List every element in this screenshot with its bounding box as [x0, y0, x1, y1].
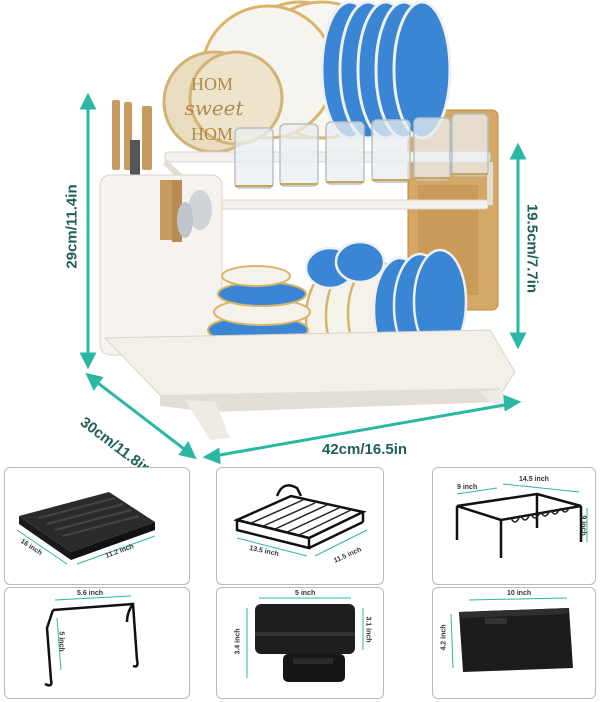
width-dimension-label: 42cm/16.5in — [322, 441, 408, 458]
plate-text-2: sweet — [184, 96, 244, 120]
utensil-holder-width-label: 5 inch — [295, 590, 316, 597]
part-panel-cup-holder: 10 inch 4.2 inch — [432, 587, 596, 699]
cup-holder-illustration — [450, 597, 573, 672]
upper-rack-illustration — [455, 483, 588, 558]
hook-illustration — [44, 595, 139, 687]
hook-height-label: 5 inch — [57, 631, 65, 652]
main-product-view: HOM sweet HOM — [63, 0, 541, 478]
height-dimension-label: 29cm/11.4in — [63, 184, 81, 269]
part-panel-utensil-holder: 5 inch 3.4 inch 3.1 inch — [216, 587, 384, 699]
cup-holder-height-label: 4.2 inch — [440, 624, 448, 651]
upper-height-dimension-label: 19.5cm/7.7in — [523, 203, 541, 294]
plate-text-3: HOM — [191, 124, 233, 144]
part-panel-drip-tray: 16 inch 11.2 inch — [4, 467, 190, 585]
lower-rack-illustration — [233, 484, 368, 557]
part-panel-hook: 5.6 inch 5 inch — [4, 587, 190, 699]
plate-text-1: HOM — [191, 74, 233, 94]
drip-tray-illustration — [16, 492, 156, 565]
part-panel-lower-rack: 13.5 inch 11.5 inch — [216, 467, 384, 585]
part-panel-upper-rack: 9 inch 14.5 inch 9 inch — [432, 467, 596, 585]
utensil-holder-illustration — [246, 597, 364, 682]
cup-holder-width-label: 10 inch — [507, 590, 532, 597]
upper-rack-side-width-label: 9 inch — [457, 484, 478, 491]
upper-rack-top-width-label: 14.5 inch — [519, 476, 549, 483]
upper-rack-height-label: 9 inch — [579, 515, 587, 536]
dish-rack-illustration: HOM sweet HOM — [79, 0, 527, 465]
utensil-holder-right-height-label: 3.1 inch — [364, 616, 372, 643]
utensil-holder-left-height-label: 3.4 inch — [234, 628, 242, 655]
hook-width-label: 5.6 inch — [77, 590, 104, 597]
